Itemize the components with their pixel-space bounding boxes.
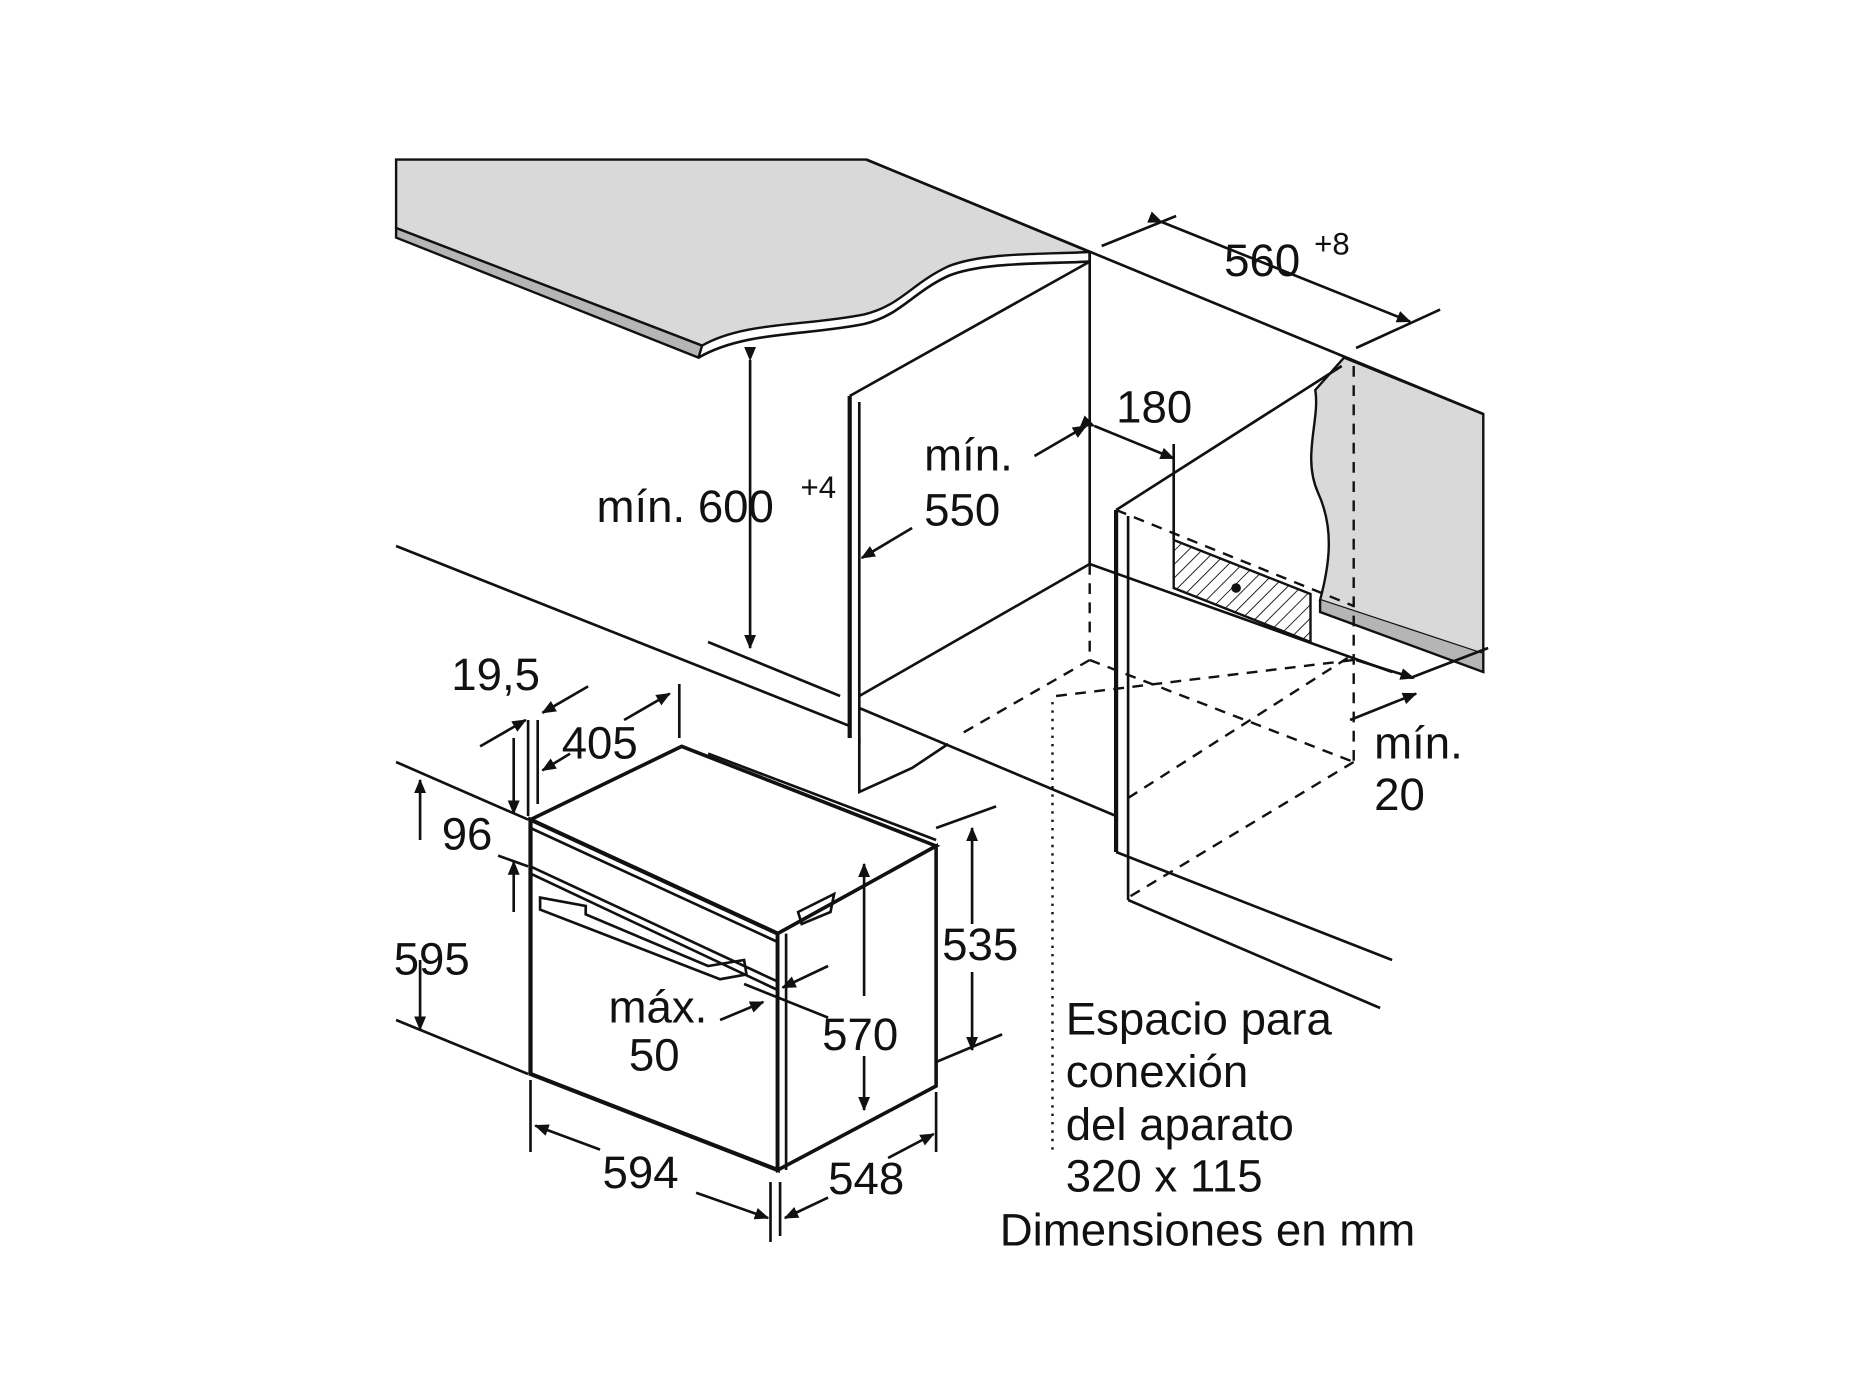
label-min-550: mín. [924,429,1013,480]
label-535: 535 [942,919,1018,970]
note-line-4: 320 x 115 [1066,1151,1263,1202]
label-600-tol: +4 [801,470,837,505]
dimension-labels: 560 +8 180 mín. 550 mín. 600 +4 19,5 405… [394,226,1463,1204]
label-180: 180 [1116,381,1192,432]
label-560: 560 [1224,235,1300,286]
notes: Espacio para conexión del aparato 320 x … [1000,993,1416,1255]
label-550: 550 [924,485,1000,536]
oven [526,744,941,1174]
label-19-5: 19,5 [451,649,540,700]
label-96: 96 [442,809,493,860]
note-line-3: del aparato [1066,1099,1294,1150]
label-595: 595 [394,933,470,984]
label-548: 548 [828,1153,904,1204]
countertop-left [394,158,1092,360]
hidden-lines [959,366,1355,1152]
dimension-lines [395,211,1489,1242]
connection-space [1172,444,1312,644]
label-405: 405 [562,717,638,768]
label-600: mín. 600 [597,481,774,532]
label-50: 50 [629,1029,680,1080]
note-line-1: Espacio para [1066,993,1333,1044]
label-max: máx. [609,981,708,1032]
label-min-20: mín. [1374,717,1463,768]
label-560-tol: +8 [1314,226,1350,261]
label-570: 570 [822,1009,898,1060]
label-594: 594 [603,1147,679,1198]
label-20: 20 [1374,769,1425,820]
units-note: Dimensiones en mm [1000,1205,1416,1256]
note-line-2: conexión [1066,1046,1249,1097]
